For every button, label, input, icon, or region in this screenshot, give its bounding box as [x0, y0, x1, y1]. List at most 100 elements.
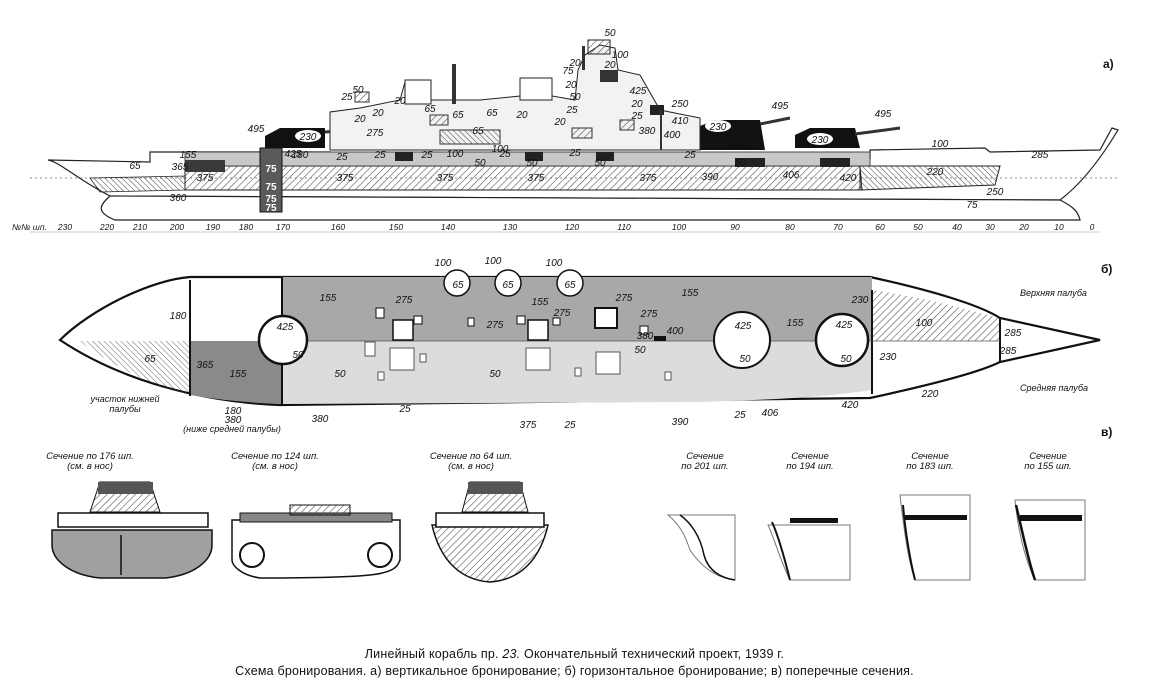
section-subtitle: (см. в нос) — [67, 461, 113, 472]
panel-label-v: в) — [1101, 425, 1112, 439]
frame-number: 210 — [132, 222, 147, 232]
deck-thickness-label: 100 — [932, 139, 949, 150]
panel-label-b: б) — [1101, 262, 1112, 276]
deck-thickness-label: 180 — [292, 150, 309, 161]
superstructure-thickness-label: 50 — [569, 92, 581, 103]
turret-face-label: 425 — [285, 149, 302, 160]
superstructure-thickness-label: 50 — [352, 85, 364, 96]
superstructure-thickness-label: 50 — [604, 28, 616, 39]
deck-plan-label: 365 — [197, 360, 214, 371]
superstructure-thickness-label: 25 — [630, 111, 643, 122]
deck-plan-label: 275 — [553, 308, 571, 319]
deck-plan-label: 380 — [312, 414, 329, 425]
superstructure-thickness-label: 20 — [630, 99, 643, 110]
section-subtitle: по 183 шп. — [906, 461, 953, 472]
turret-face-label: 495 — [248, 124, 265, 135]
turret-face-label: 495 — [772, 101, 789, 112]
deck-plan-label: 380 — [225, 415, 242, 426]
superstructure-thickness-label: 275 — [366, 128, 384, 139]
deck-plan-label: 65 — [144, 354, 156, 365]
deck-plan-label: 406 — [762, 408, 779, 419]
deck-plan-label: 180 — [225, 406, 242, 417]
frame-number: 130 — [503, 222, 517, 232]
frame-number: 140 — [441, 222, 455, 232]
frame-number: 150 — [389, 222, 403, 232]
superstructure-thickness-label: 20 — [564, 80, 577, 91]
belt-thickness-label: 365 — [172, 162, 189, 173]
deck-plan-label: 50 — [840, 354, 852, 365]
deck-plan-label: 65 — [502, 280, 514, 291]
deck-thickness-label: 25 — [373, 150, 386, 161]
belt-thickness-label: 360 — [170, 193, 187, 204]
frame-number: 80 — [785, 222, 795, 232]
belt-thickness-label: 406 — [783, 170, 800, 181]
deck-plan-label: 65 — [452, 280, 464, 291]
belt-thickness-label: 375 — [197, 173, 214, 184]
frame-number: 30 — [985, 222, 995, 232]
frame-number: 40 — [952, 222, 962, 232]
deck-plan-label: 230 — [879, 352, 897, 363]
section-title: Сечение по 124 шп. — [231, 451, 319, 462]
citadel-bulkhead-label: 75 — [265, 182, 277, 193]
deck-plan-label: 25 — [563, 420, 576, 431]
upper-deck-label: Верхняя палуба — [1020, 288, 1087, 298]
turret-roof-label: 230 — [709, 122, 727, 133]
deck-plan-label: 425 — [735, 321, 752, 332]
superstructure-thickness-label: 65 — [424, 104, 436, 115]
frame-number: 120 — [565, 222, 579, 232]
side-profile — [30, 39, 1120, 233]
deck-thickness-label: 25 — [568, 148, 581, 159]
deck-plan-label: 375 — [520, 420, 537, 431]
superstructure-thickness-label: 75 — [562, 66, 574, 77]
superstructure-thickness-label: 250 — [671, 99, 689, 110]
deck-plan-label: 420 — [842, 400, 859, 411]
frame-number: 60 — [875, 222, 885, 232]
frame-number: 100 — [672, 222, 686, 232]
deck-plan-label: 25 — [398, 404, 411, 415]
frame-number: 180 — [239, 222, 253, 232]
lower-deck-note: участок нижней — [90, 394, 160, 404]
superstructure-thickness-label: 20 — [393, 96, 406, 107]
belt-thickness-label: 420 — [840, 173, 857, 184]
frame-number: 90 — [730, 222, 740, 232]
belt-thickness-label: 390 — [702, 172, 719, 183]
frame-number: 20 — [1018, 222, 1029, 232]
belt-thickness-label: 75 — [966, 200, 978, 211]
frame-number: 220 — [99, 222, 114, 232]
deck-thickness-label: 155 — [180, 150, 197, 161]
superstructure-thickness-label: 20 — [353, 114, 366, 125]
lower-deck-note: палубы — [109, 404, 141, 414]
deck-plan-label: 275 — [486, 320, 504, 331]
deck-thickness-label: 50 — [526, 158, 538, 169]
superstructure-thickness-label: 65 — [452, 110, 464, 121]
deck-plan-label: 155 — [682, 288, 699, 299]
section-subtitle: (см. в нос) — [448, 461, 494, 472]
caption-line-1: Линейный корабль пр. 23. Окончательный т… — [0, 647, 1149, 661]
deck-plan-label: 275 — [640, 309, 658, 320]
deck-plan-label: 50 — [489, 369, 501, 380]
superstructure-thickness-label: 410 — [672, 116, 689, 127]
caption-line-1-pre: Линейный корабль пр. — [364, 647, 503, 661]
caption-line-1-post: Окончательный технический проект, 1939 г… — [520, 647, 785, 661]
deck-plan-label: 100 — [546, 258, 563, 269]
caption-line-2: Схема бронирования. а) вертикальное брон… — [235, 664, 914, 678]
deck-plan-label: 25 — [733, 410, 746, 421]
section-subtitle: по 155 шп. — [1024, 461, 1071, 472]
deck-plan-label: 100 — [485, 256, 502, 267]
superstructure-thickness-label: 20 — [568, 58, 581, 69]
superstructure-thickness-label: 20 — [371, 108, 384, 119]
deck-thickness-label: 50 — [734, 158, 746, 169]
citadel-bulkhead-label: 75 — [265, 164, 277, 175]
deck-thickness-label: 25 — [683, 150, 696, 161]
belt-thickness-label: 285 — [1031, 150, 1049, 161]
frame-number: 200 — [169, 222, 184, 232]
section-title: Сечение — [1029, 451, 1067, 462]
belt-thickness-label: 375 — [528, 173, 545, 184]
superstructure-thickness-label: 20 — [603, 60, 616, 71]
deck-plan — [58, 269, 1101, 407]
deck-plan-label: 100 — [916, 318, 933, 329]
section-title: Сечение по 176 шп. — [46, 451, 134, 462]
superstructure-thickness-label: 425 — [630, 86, 647, 97]
superstructure-thickness-label: 380 — [639, 126, 656, 137]
deck-plan-label: 155 — [230, 369, 247, 380]
